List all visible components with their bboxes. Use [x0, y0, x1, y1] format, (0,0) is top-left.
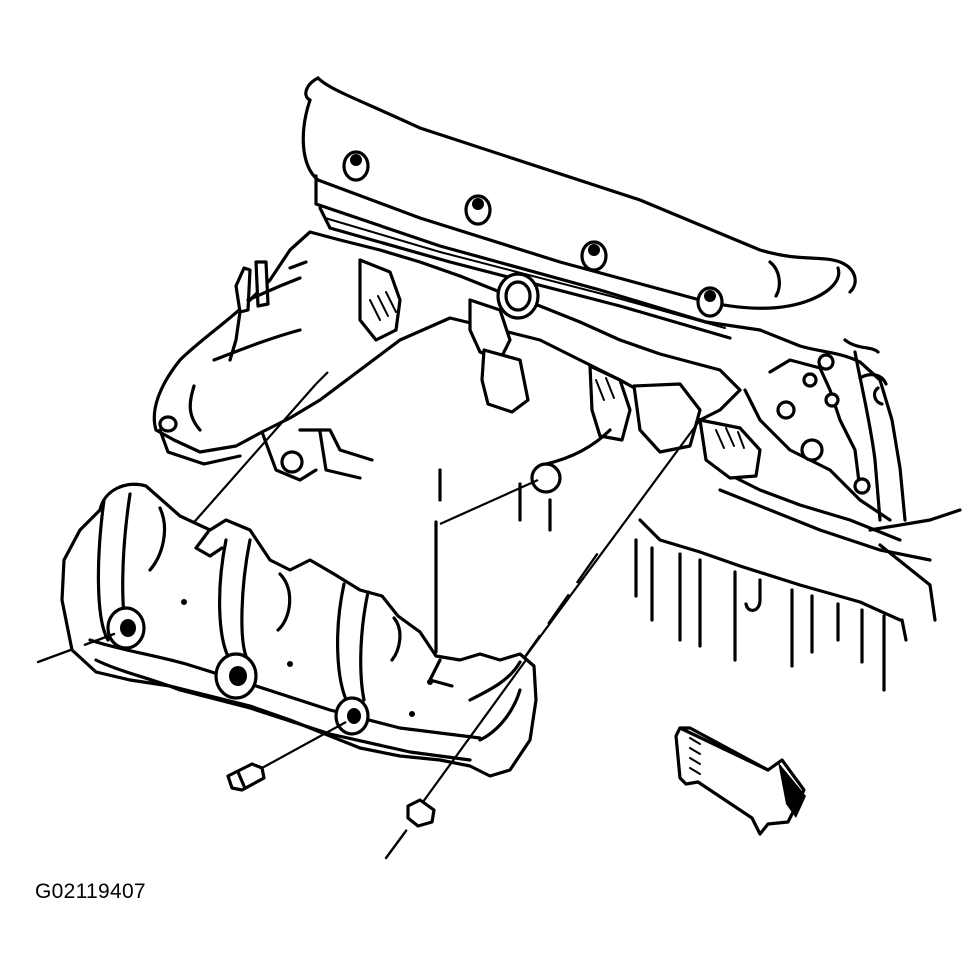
- head-bolt-3: [580, 240, 608, 272]
- head-bolt-1: [342, 150, 370, 182]
- heat-shield-nut: [384, 659, 527, 860]
- heat-shield-bolt: [226, 721, 347, 792]
- fasteners: [36, 632, 527, 860]
- shield-grommet-1: [106, 606, 146, 650]
- front-direction-arrow: [674, 726, 806, 836]
- head-bolt-4: [696, 286, 724, 318]
- shield-grommet-3: [334, 696, 370, 736]
- head-bolts: [342, 150, 724, 318]
- shield-grommet-2: [214, 652, 258, 700]
- exhaust-manifold: [152, 230, 871, 495]
- head-bolt-2: [464, 194, 492, 226]
- figure-id-label: G02119407: [35, 880, 146, 903]
- heat-shield: [60, 482, 538, 778]
